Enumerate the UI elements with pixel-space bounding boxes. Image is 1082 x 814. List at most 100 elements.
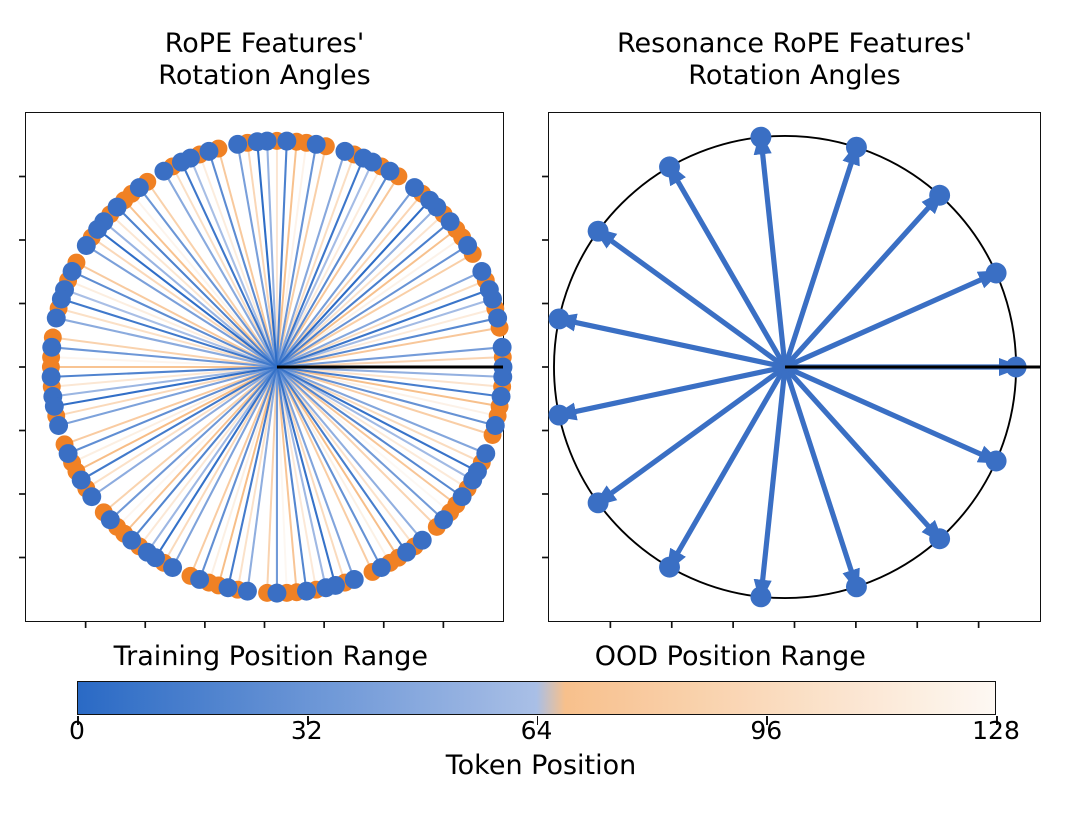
rope-arrow bbox=[276, 366, 408, 553]
rope-arrow bbox=[276, 366, 478, 473]
rope-arrow bbox=[154, 366, 278, 559]
rope-marker bbox=[491, 387, 511, 406]
rope-marker bbox=[412, 530, 432, 550]
rope-marker bbox=[218, 578, 238, 598]
rope-arrow bbox=[85, 244, 278, 368]
resonance-arrow bbox=[592, 227, 787, 370]
resonance-arrows bbox=[548, 126, 1027, 608]
rope-arrow bbox=[67, 279, 278, 368]
rope-marker bbox=[88, 219, 108, 239]
rope-arrow bbox=[91, 366, 278, 498]
rope-arrow bbox=[123, 366, 278, 535]
resonance-marker bbox=[659, 556, 680, 578]
rope-arrow bbox=[276, 213, 445, 368]
rope-marker bbox=[277, 131, 297, 151]
rope-marker bbox=[458, 236, 478, 255]
rope-arrow bbox=[198, 154, 278, 368]
rope-arrow bbox=[276, 366, 498, 417]
rope-arrow bbox=[51, 356, 277, 368]
rope-arrow bbox=[51, 346, 278, 369]
colorbar-range-label-ood: OOD Position Range bbox=[594, 641, 866, 672]
resonance-marker bbox=[985, 450, 1007, 472]
rope-arrow bbox=[275, 366, 308, 592]
rope-arrow bbox=[276, 161, 374, 368]
rope-arrow bbox=[163, 170, 278, 368]
rope-arrow bbox=[276, 366, 469, 490]
rope-arrow bbox=[276, 326, 500, 368]
panel-title-left: RoPE Features' Rotation Angles bbox=[158, 28, 371, 91]
rope-arrow bbox=[276, 366, 383, 569]
rope-arrow bbox=[130, 366, 278, 541]
rope-arrow bbox=[276, 317, 498, 369]
rope-arrow bbox=[91, 236, 278, 368]
rope-arrow bbox=[276, 220, 451, 368]
rope-arrow bbox=[75, 366, 278, 473]
colorbar-tick-label-128: 128 bbox=[972, 716, 1020, 745]
resonance-arrow bbox=[782, 140, 860, 368]
rope-arrow bbox=[276, 298, 493, 368]
rope-arrow bbox=[58, 365, 278, 427]
rope-arrow bbox=[275, 366, 337, 586]
panel-title-right: Resonance RoPE Features' Rotation Angles bbox=[616, 28, 973, 91]
rope-arrow bbox=[61, 298, 278, 368]
rope-arrow bbox=[276, 366, 474, 481]
rope-arrow bbox=[276, 270, 483, 368]
rope-arrow bbox=[276, 288, 490, 368]
rope-arrow bbox=[217, 366, 278, 586]
colorbar-tick-label-0: 0 bbox=[69, 716, 85, 745]
colorbar-tick-label-96: 96 bbox=[750, 716, 783, 745]
plot-panel-left bbox=[19, 112, 513, 628]
rope-marker bbox=[49, 416, 69, 435]
rope-marker bbox=[267, 583, 287, 603]
rope-arrow bbox=[276, 366, 400, 559]
resonance-marker bbox=[845, 576, 867, 598]
resonance-marker bbox=[659, 156, 680, 178]
colorbar-tick-128 bbox=[996, 716, 998, 725]
rope-arrow bbox=[171, 165, 278, 368]
rope-angles-plot bbox=[19, 131, 513, 628]
rope-arrow bbox=[236, 144, 278, 368]
rope-marker bbox=[452, 487, 472, 507]
rope-marker bbox=[296, 581, 316, 601]
rope-arrow bbox=[275, 141, 288, 368]
rope-marker bbox=[397, 542, 417, 562]
rope-marker bbox=[335, 141, 355, 161]
rope-arrow bbox=[276, 366, 374, 573]
resonance-arrow bbox=[666, 161, 788, 369]
rope-marker bbox=[476, 444, 496, 463]
rope-arrow bbox=[276, 366, 487, 455]
rope-arrow bbox=[276, 366, 493, 436]
rope-arrow bbox=[276, 154, 356, 368]
rope-arrow bbox=[64, 366, 278, 446]
rope-arrow bbox=[109, 366, 278, 521]
rope-arrow bbox=[276, 279, 487, 368]
rope-arrow bbox=[275, 146, 327, 368]
colorbar-gradient bbox=[78, 682, 995, 714]
axis-ticks bbox=[542, 175, 980, 628]
resonance-arrow bbox=[783, 190, 945, 369]
colorbar-tick-label-64: 64 bbox=[520, 716, 553, 745]
rope-marker bbox=[190, 570, 210, 589]
rope-arrows bbox=[41, 131, 513, 603]
rope-marker bbox=[46, 308, 66, 328]
resonance-rope-angles-plot bbox=[542, 126, 1040, 628]
rope-arrow bbox=[275, 366, 288, 593]
rope-arrow bbox=[275, 151, 346, 368]
rope-arrow bbox=[276, 228, 457, 368]
rope-arrow bbox=[51, 365, 277, 378]
rope-arrow bbox=[266, 141, 278, 368]
rope-marker bbox=[51, 289, 71, 309]
rope-marker bbox=[163, 558, 183, 578]
rope-arrow bbox=[276, 366, 483, 464]
rope-arrow bbox=[276, 186, 416, 368]
rope-arrow bbox=[80, 366, 278, 481]
rope-marker bbox=[344, 570, 364, 589]
rope-arrow bbox=[246, 142, 278, 368]
rope-arrow bbox=[103, 366, 278, 514]
resonance-marker bbox=[587, 220, 609, 242]
rope-arrow bbox=[189, 157, 278, 368]
colorbar-axis-label: Token Position bbox=[445, 750, 637, 781]
rope-arrow bbox=[85, 366, 278, 490]
rope-arrow bbox=[275, 141, 298, 368]
rope-arrow bbox=[276, 366, 500, 408]
